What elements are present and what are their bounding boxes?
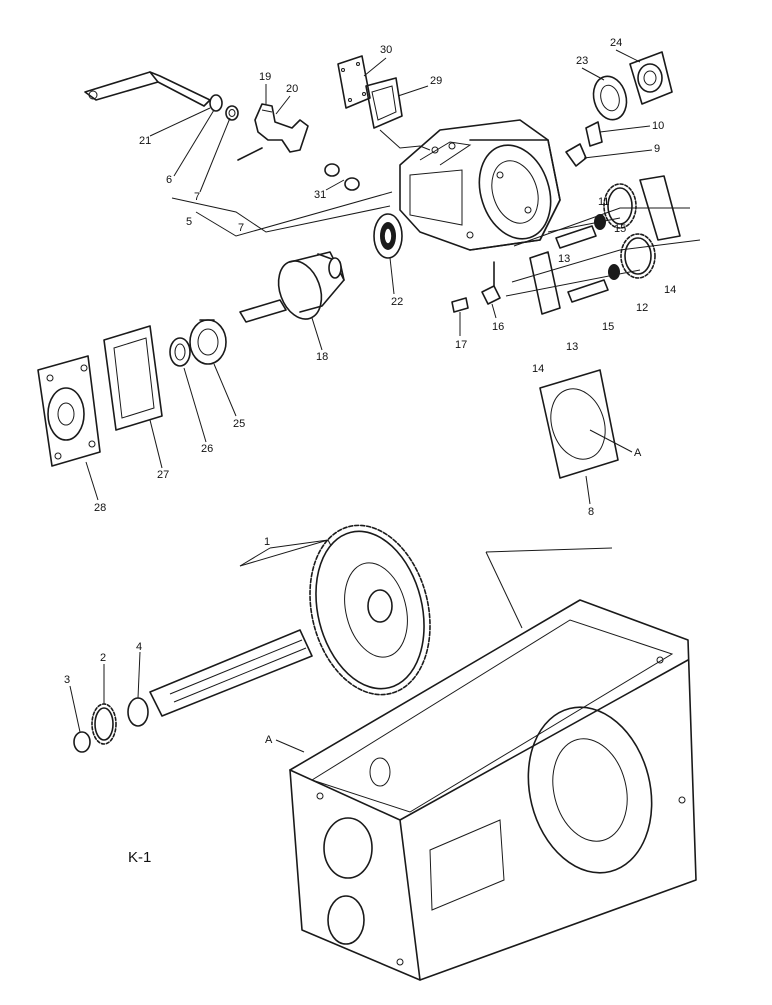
part-11-gear <box>603 183 637 229</box>
callout-15a: 15 <box>614 223 626 235</box>
callout-20: 20 <box>286 83 298 95</box>
callout-15b: 15 <box>602 321 614 333</box>
callout-16: 16 <box>492 321 504 333</box>
part-21-shift-lever <box>84 71 211 107</box>
callout-leaders <box>69 49 653 753</box>
callout-28: 28 <box>94 502 106 514</box>
upper-transmission-housing <box>399 119 561 251</box>
callout-1: 1 <box>264 536 270 548</box>
part-19-shift-fork <box>254 103 309 153</box>
part-7-ring <box>225 105 239 121</box>
part-8-gasket <box>539 369 619 479</box>
callout-11: 11 <box>598 196 609 208</box>
callout-12: 12 <box>636 302 648 314</box>
part-10-plate <box>585 121 603 147</box>
part-16-clip <box>481 261 501 305</box>
callout-17: 17 <box>455 339 467 351</box>
part-3-snap-ring <box>73 731 91 753</box>
callout-14b: 14 <box>532 363 544 375</box>
callout-3: 3 <box>64 674 70 686</box>
part-A-transmission-case <box>289 599 697 981</box>
callout-13a: 13 <box>558 253 570 265</box>
callout-29: 29 <box>430 75 442 87</box>
part-22-bearing <box>373 213 403 259</box>
part-27-gasket <box>103 325 163 431</box>
part-25-bearing <box>189 319 227 365</box>
part-14-plate <box>529 175 681 315</box>
part-24-cap <box>629 51 673 105</box>
callout-18: 18 <box>316 351 328 363</box>
callout-13b: 13 <box>566 341 578 353</box>
callout-22: 22 <box>391 296 403 308</box>
callout-19: 19 <box>259 71 271 83</box>
part-31-ring <box>324 163 360 191</box>
callout-5: 5 <box>186 216 192 228</box>
callout-7a: 7 <box>194 191 200 203</box>
figure-label: K-1 <box>128 849 151 866</box>
callout-A-case: A <box>265 734 273 746</box>
part-23-seal <box>592 75 628 121</box>
callout-2: 2 <box>100 652 106 664</box>
callout-6: 6 <box>166 174 172 186</box>
part-13-shaft <box>555 225 609 303</box>
callout-9: 9 <box>654 143 660 155</box>
callout-4: 4 <box>136 641 142 653</box>
part-2-gear <box>91 703 117 745</box>
callout-24: 24 <box>610 37 622 49</box>
part-29-gasket <box>365 77 403 129</box>
part-1-ring-gear-shaft <box>149 524 431 717</box>
callout-30: 30 <box>380 44 392 56</box>
part-20-pin <box>237 147 263 161</box>
part-30-cover <box>337 55 371 109</box>
callout-10: 10 <box>652 120 664 132</box>
part-18-differential-assembly <box>239 251 345 323</box>
callout-A-gasket: A <box>634 447 642 459</box>
callout-21: 21 <box>139 135 151 147</box>
callout-23: 23 <box>576 55 588 67</box>
part-6-bushing <box>209 94 223 112</box>
part-28-bearing-cover <box>37 355 101 467</box>
callout-25: 25 <box>233 418 245 430</box>
part-9-bracket <box>565 143 587 167</box>
part-4-collar <box>127 697 149 727</box>
callout-26: 26 <box>201 443 213 455</box>
part-17-key <box>451 297 469 313</box>
callout-8: 8 <box>588 506 594 518</box>
part-12-gear <box>620 233 656 279</box>
callout-31: 31 <box>314 189 326 201</box>
callout-27: 27 <box>157 469 169 481</box>
callout-7b: 7 <box>238 222 244 234</box>
part-26-ring <box>169 337 191 367</box>
callout-labels: 1 2 3 4 5 6 7 7 8 9 10 11 12 13 13 14 14… <box>64 37 676 746</box>
callout-14a: 14 <box>664 284 676 296</box>
